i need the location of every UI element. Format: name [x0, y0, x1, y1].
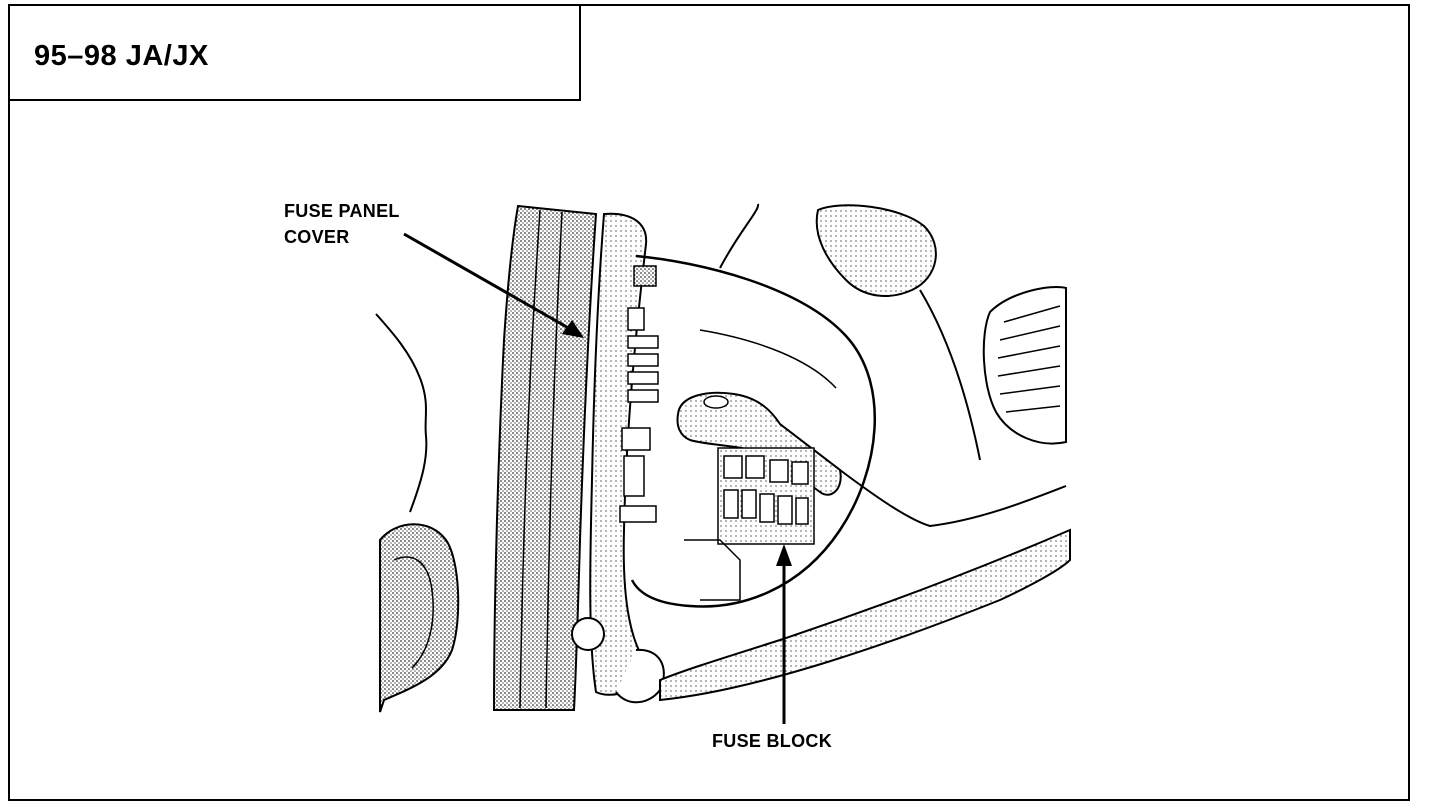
arrowhead-fuse-panel-cover [562, 320, 584, 338]
title-box: 95–98 JA/JX [8, 4, 581, 101]
arrowhead-fuse-block [776, 544, 792, 566]
fuse-compartment [630, 254, 877, 608]
callout-fuse-panel-cover-line1: FUSE PANEL [284, 201, 400, 221]
callout-fuse-block: FUSE BLOCK [712, 728, 832, 754]
dash-vent-right [982, 286, 1067, 445]
dash-lower-sweep [659, 528, 1071, 702]
arrow-fuse-panel-cover [403, 232, 573, 332]
page-title: 95–98 JA/JX [34, 40, 209, 72]
speaker-grille [379, 523, 460, 713]
diagram-frame [8, 4, 1410, 801]
callout-fuse-panel-cover-line2: COVER [284, 227, 350, 247]
fuse-column-left [619, 307, 659, 523]
callout-fuse-panel-cover: FUSE PANEL COVER [284, 198, 400, 250]
fuse-block [717, 447, 815, 545]
dash-vent-upper [815, 204, 937, 297]
wire-cable [375, 313, 428, 513]
dash-panel-edge [919, 289, 981, 461]
